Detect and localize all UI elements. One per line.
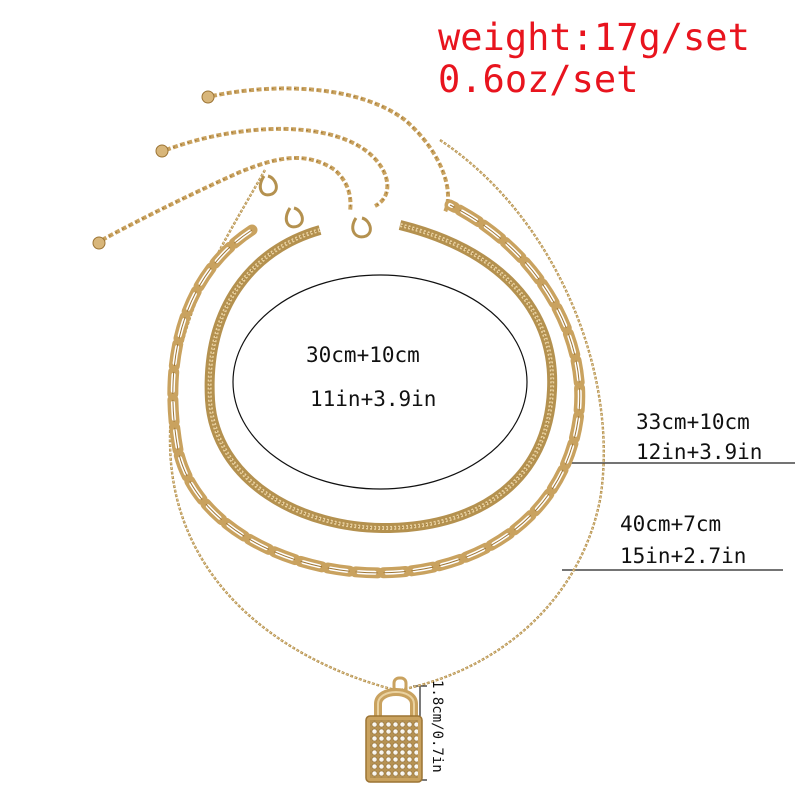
extender-chain-bottom bbox=[101, 156, 353, 242]
outer-necklace-length-in: 15in+2.7in bbox=[620, 544, 747, 568]
inner-necklace-length-in: 11in+3.9in bbox=[310, 387, 437, 411]
size-ellipse bbox=[232, 274, 528, 490]
extender-chain-middle bbox=[165, 126, 390, 208]
middle-paperclip-chain bbox=[167, 199, 586, 579]
weight-per-set-grams: weight:17g/set bbox=[438, 16, 750, 59]
middle-necklace-length-cm: 33cm+10cm bbox=[636, 410, 750, 434]
outer-cable-chain bbox=[168, 139, 605, 692]
inner-necklace-length-cm: 30cm+10cm bbox=[306, 343, 420, 367]
padlock-pendant bbox=[365, 676, 423, 783]
weight-per-set-ounces: 0.6oz/set bbox=[438, 58, 639, 101]
middle-necklace-length-in: 12in+3.9in bbox=[636, 440, 763, 464]
pendant-size-text: 1.8cm/0.7in bbox=[429, 680, 445, 773]
outer-necklace-length-cm: 40cm+7cm bbox=[620, 512, 722, 536]
extender-chain-top bbox=[211, 86, 451, 213]
lobster-clasps bbox=[258, 174, 372, 239]
inner-snake-chain bbox=[204, 220, 558, 534]
extender-end-beads bbox=[92, 90, 215, 250]
